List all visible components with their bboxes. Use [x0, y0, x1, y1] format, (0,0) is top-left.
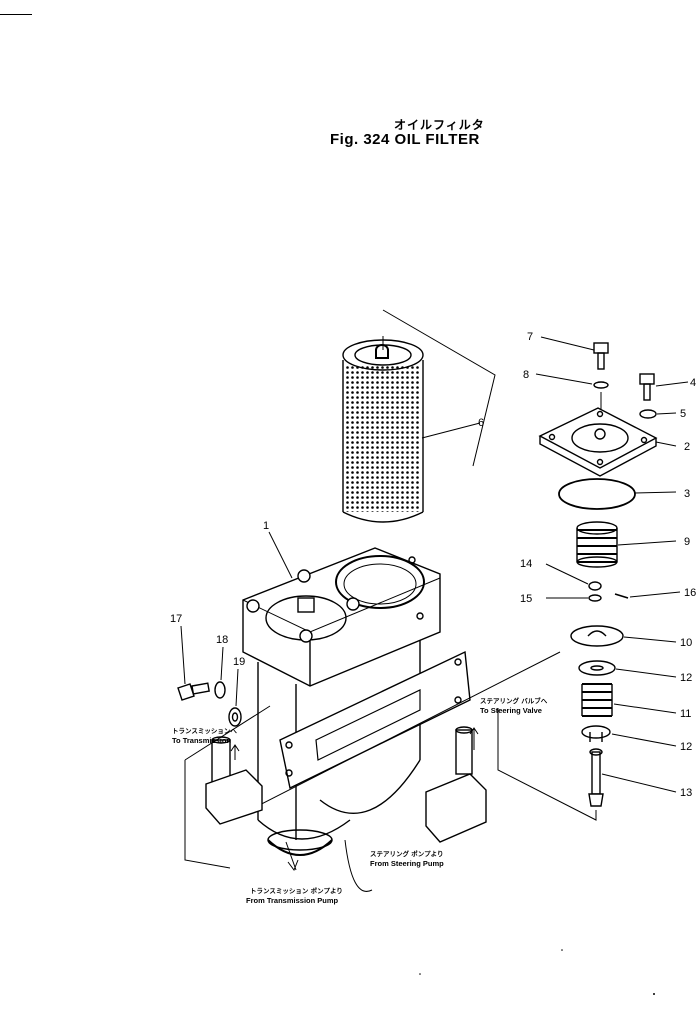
part-number: 18	[216, 634, 228, 646]
from-steering-pump-label: From Steering Pump	[370, 859, 444, 868]
part-number: 13	[680, 787, 692, 799]
flow-arrows	[230, 727, 479, 872]
part-number: 8	[523, 369, 529, 381]
part-number: 2	[684, 441, 690, 453]
part-number: 9	[684, 536, 690, 548]
to-steering-valve-label-jp: ステアリング バルブへ	[480, 696, 548, 705]
part-number: 7	[527, 331, 533, 343]
filter-housing	[184, 547, 561, 892]
header-rule	[0, 14, 32, 15]
part-number: 12	[680, 741, 692, 753]
part-number: 17	[170, 613, 182, 625]
part-number: 3	[684, 488, 690, 500]
part-number: 16	[684, 587, 696, 599]
part-number: 1	[263, 520, 269, 532]
part-number: 19	[233, 656, 245, 668]
part-number: 10	[680, 637, 692, 649]
callout-leaders	[180, 336, 689, 793]
part-number-labels: 1 2 3 4 5 6 7 8 9 10 11 12 12 13 14 15 1…	[170, 331, 696, 799]
filter-element	[342, 309, 496, 523]
from-transmission-pump-label-jp: トランスミッション ポンプより	[250, 886, 343, 895]
figure-title-japanese: オイルフィルタ	[394, 118, 485, 132]
scan-specks	[419, 949, 655, 995]
cover-assembly	[497, 342, 658, 821]
flow-labels: トランスミッションへ To Transmission ステアリング バルブへ T…	[172, 696, 548, 905]
part-number: 11	[680, 708, 691, 720]
part-number: 4	[690, 377, 696, 389]
figure-title: Fig. 324 OIL FILTER	[330, 131, 480, 148]
to-transmission-label: To Transmission	[172, 736, 231, 745]
part-number: 15	[520, 593, 532, 605]
from-steering-pump-label-jp: ステアリング ポンプより	[370, 849, 443, 858]
part-number: 5	[680, 408, 686, 420]
from-transmission-pump-label: From Transmission Pump	[246, 896, 339, 905]
to-transmission-label-jp: トランスミッションへ	[172, 727, 237, 735]
to-steering-valve-label: To Steering Valve	[480, 706, 542, 715]
side-bolt-set	[177, 681, 242, 727]
part-number: 14	[520, 558, 532, 570]
part-number: 6	[478, 417, 484, 429]
part-number: 12	[680, 672, 692, 684]
